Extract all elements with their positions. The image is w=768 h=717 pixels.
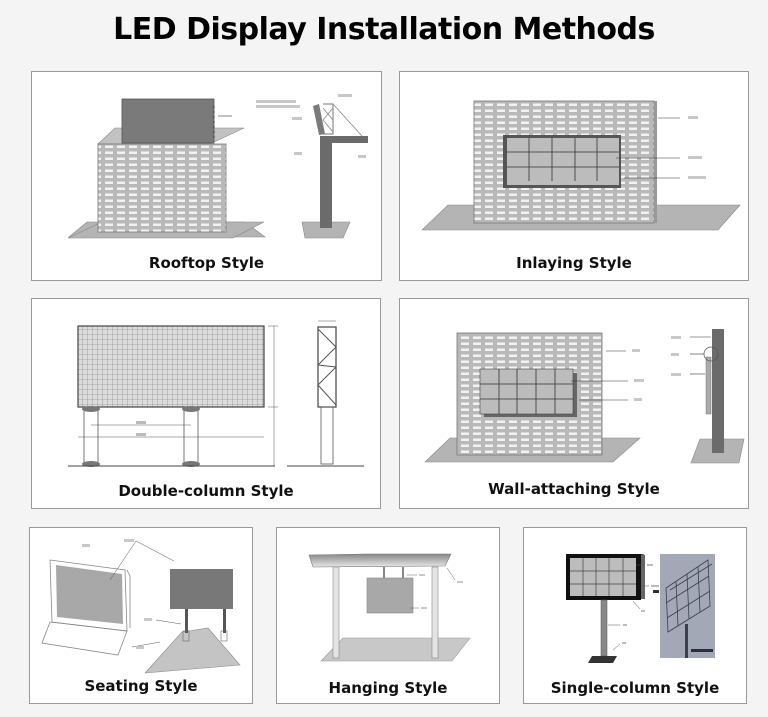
card-single-column: Single-column Style	[523, 527, 747, 704]
caption-double-column: Double-column Style	[118, 482, 294, 500]
card-inlaying: Inlaying Style	[399, 71, 749, 281]
wall-attaching-diagram	[424, 329, 745, 464]
caption-single-column: Single-column Style	[550, 679, 720, 697]
hanging-diagram	[308, 553, 471, 662]
page-title: LED Display Installation Methods	[113, 12, 655, 47]
seating-diagram	[41, 539, 241, 674]
card-seating: Seating Style	[29, 527, 253, 704]
card-hanging: Hanging Style	[276, 527, 500, 704]
double-column-diagram	[68, 320, 364, 467]
caption-wall-attaching: Wall-attaching Style	[488, 480, 660, 498]
caption-rooftop: Rooftop Style	[148, 254, 265, 272]
card-wall-attaching: Wall-attaching Style	[399, 298, 749, 509]
caption-seating: Seating Style	[84, 677, 198, 695]
caption-inlaying: Inlaying Style	[516, 254, 632, 272]
rooftop-diagram	[67, 94, 368, 239]
card-double-column: Double-column Style	[31, 298, 381, 509]
caption-hanging: Hanging Style	[328, 679, 448, 697]
inlaying-diagram	[421, 100, 741, 231]
card-rooftop: Rooftop Style	[31, 71, 382, 281]
single-column-diagram	[566, 554, 715, 663]
